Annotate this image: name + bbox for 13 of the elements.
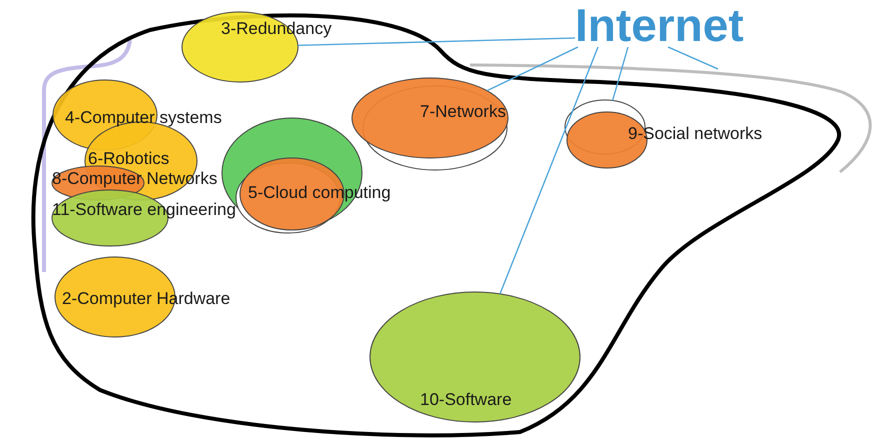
venn-ellipse (369, 291, 581, 423)
leader-line (668, 46, 718, 70)
leader-line (499, 46, 599, 294)
leader-line (298, 37, 576, 46)
leader-line (612, 46, 629, 101)
circle-label: 6-Robotics (88, 150, 170, 167)
leader-line (486, 46, 578, 92)
circle-label: 5-Cloud computing (248, 184, 391, 201)
circle-label: 4-Computer systems (65, 109, 222, 126)
venn-ellipse (351, 77, 509, 171)
circle-label: 7-Networks (420, 103, 506, 120)
circle-label: 10-Software (420, 391, 512, 408)
heading-label: Internet (575, 2, 744, 48)
